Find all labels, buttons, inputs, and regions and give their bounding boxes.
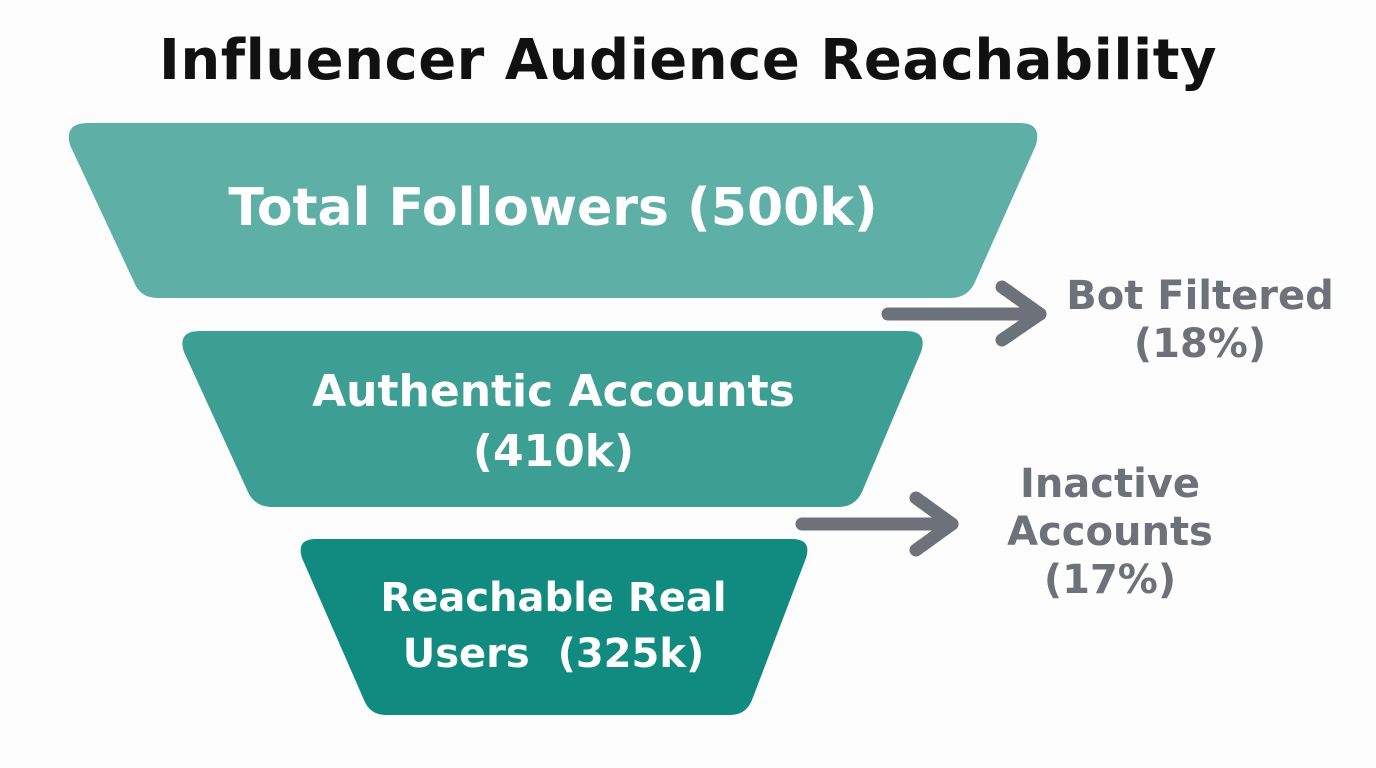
stage-2-label-line1: Authentic Accounts (312, 366, 795, 417)
dropoff-inactive-line2: Accounts (1007, 509, 1213, 555)
stage-2-label: Authentic Accounts (410k) (182, 362, 925, 482)
arrow-icon-inactive (795, 491, 959, 557)
dropoff-inactive-label: Inactive Accounts (17%) (960, 460, 1260, 604)
chart-title: Influencer Audience Reachability (159, 28, 1217, 93)
dropoff-bot-line1: Bot Filtered (1066, 273, 1334, 319)
dropoff-inactive-line3: (17%) (1043, 557, 1177, 603)
dropoff-bot-line2: (18%) (1133, 321, 1267, 367)
stage-3-label: Reachable Real Users (325k) (297, 570, 810, 682)
stage-1-label: Total Followers (500k) (228, 178, 878, 238)
dropoff-inactive-line1: Inactive (1019, 461, 1201, 507)
stage-3-label-line1: Reachable Real (380, 575, 727, 621)
dropoff-bot-label: Bot Filtered (18%) (1050, 272, 1350, 368)
arrow-icon-bot (881, 280, 1047, 347)
stage-3-label-line2: Users (325k) (402, 631, 705, 677)
funnel-stage-3 (300, 539, 808, 715)
funnel-stage-2 (182, 331, 923, 507)
stage-2-label-line2: (410k) (472, 426, 635, 477)
funnel-stage-1 (68, 123, 1038, 298)
